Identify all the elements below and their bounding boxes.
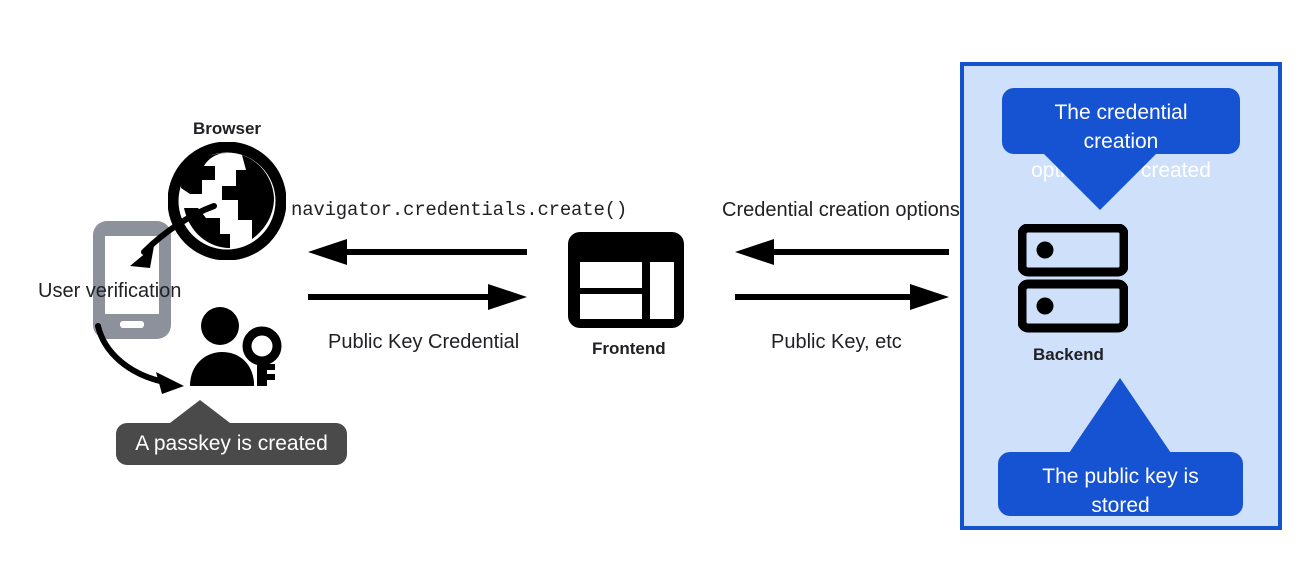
arrow-backend-to-frontend xyxy=(735,239,949,265)
backend-bottom-callout-line2: stored xyxy=(1091,494,1150,517)
arrow-browser-to-phone xyxy=(130,203,217,268)
arrow-frontend-to-backend xyxy=(735,284,949,310)
frontend-label: Frontend xyxy=(592,339,666,358)
backend-bottom-callout-tail xyxy=(1067,378,1173,456)
left-flow-bottom-label: Public Key Credential xyxy=(328,331,520,353)
backend-top-callout: The credential creation options are crea… xyxy=(1002,88,1240,182)
left-flow-top-label: navigator.credentials.create() xyxy=(291,199,628,221)
user-verification-label: User verification xyxy=(38,280,182,302)
arrow-phone-to-person xyxy=(95,323,184,394)
webpage-layout-icon xyxy=(568,232,684,328)
globe-icon xyxy=(168,142,286,260)
right-flow-top-label: Credential creation options xyxy=(722,199,960,221)
browser-label: Browser xyxy=(193,119,262,138)
backend-top-callout-tail xyxy=(1040,150,1160,210)
passkey-callout-tail xyxy=(166,400,234,426)
arrow-frontend-to-browser xyxy=(308,239,527,265)
backend-top-callout-line1: The credential creation xyxy=(1054,101,1188,153)
backend-label: Backend xyxy=(1033,345,1104,364)
passkey-created-callout: A passkey is created xyxy=(116,423,347,465)
arrow-browser-to-frontend xyxy=(308,284,527,310)
server-rack-icon xyxy=(1018,224,1128,333)
person-with-key-icon xyxy=(190,307,282,386)
right-flow-bottom-label: Public Key, etc xyxy=(771,331,902,353)
backend-bottom-callout-line1: The public key is xyxy=(1042,465,1199,488)
backend-bottom-callout: The public key is stored xyxy=(998,452,1243,517)
